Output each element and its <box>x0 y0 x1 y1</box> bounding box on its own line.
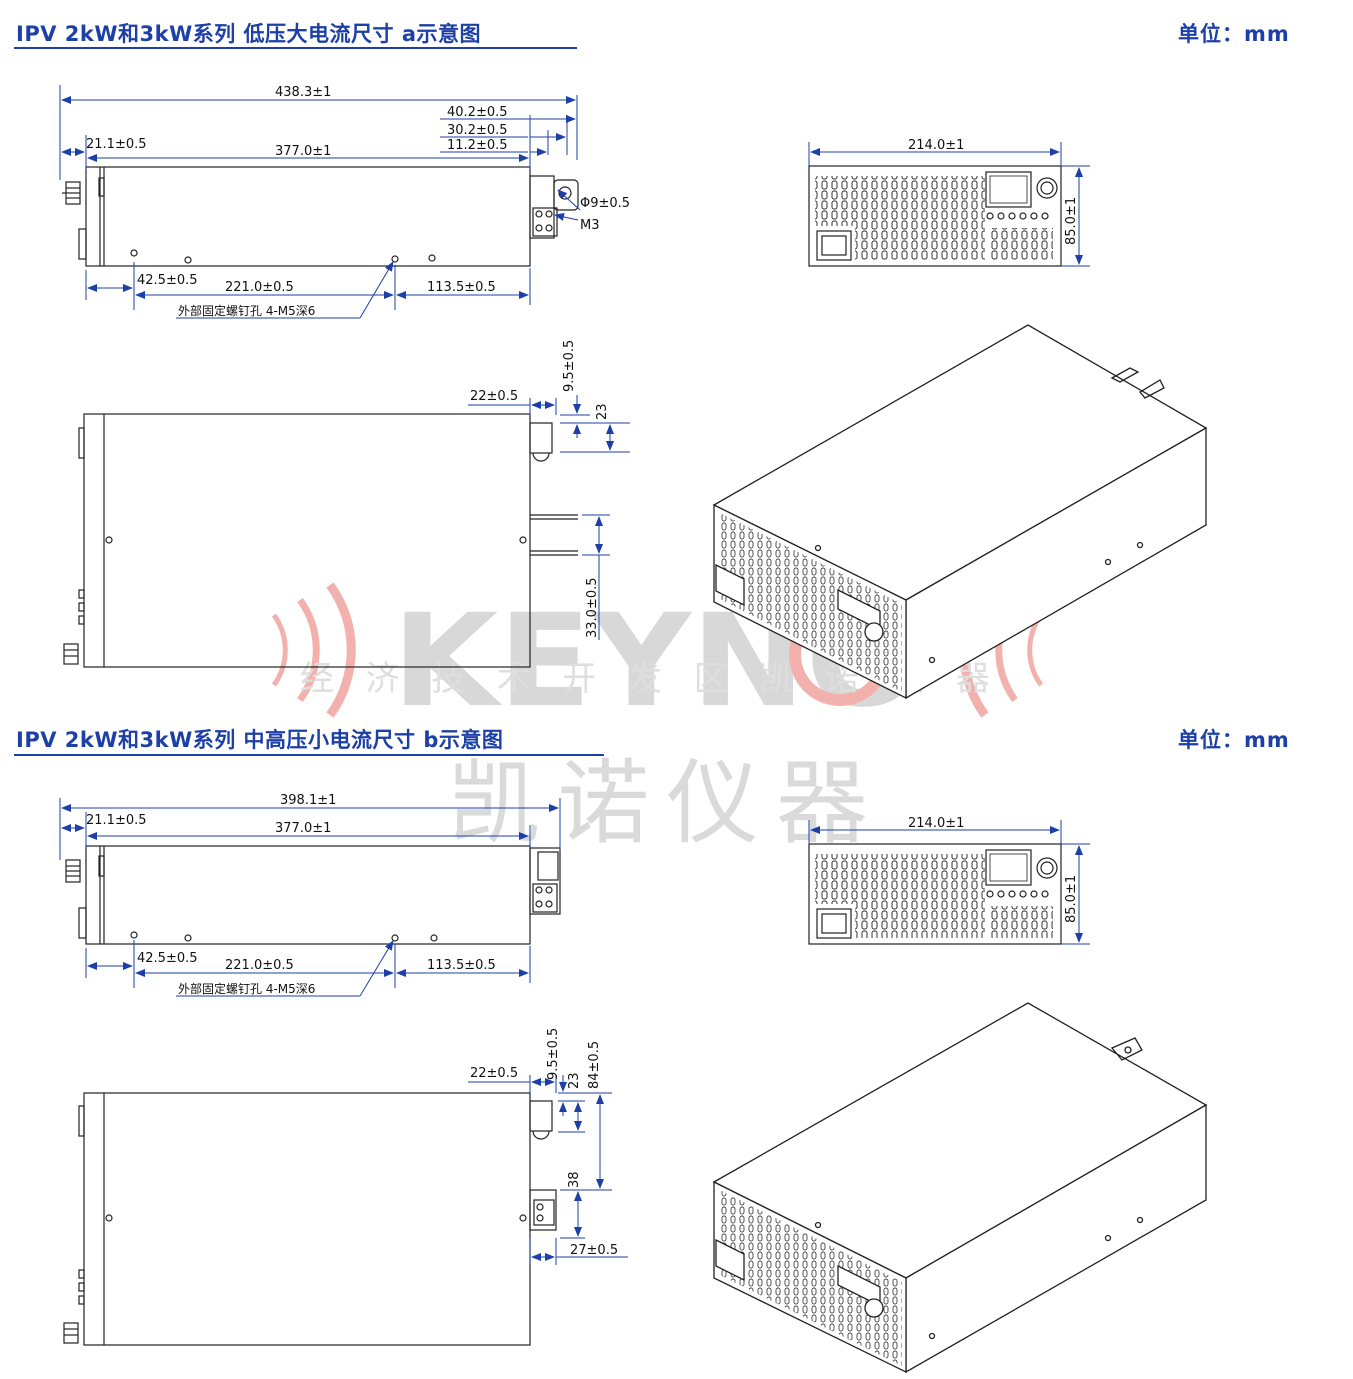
b-side-dimensions <box>468 1075 628 1265</box>
b-side-view <box>63 1092 557 1346</box>
b-dim-21: 21.1±0.5 <box>86 813 147 828</box>
b-dim-113: 113.5±0.5 <box>427 958 496 973</box>
b-side-27: 27±0.5 <box>570 1243 618 1258</box>
a-side-22: 22±0.5 <box>470 389 518 404</box>
a-dim-11: 11.2±0.5 <box>447 138 508 153</box>
b-front-view <box>808 843 1062 945</box>
a-screw-m3: M3 <box>580 218 600 233</box>
b-dim-42: 42.5±0.5 <box>137 951 198 966</box>
a-front-view <box>808 165 1062 267</box>
a-top-view <box>62 166 579 267</box>
a-hole-phi: Φ9±0.5 <box>580 196 630 211</box>
b-mount-note: 外部固定螺钉孔 4-M5深6 <box>178 981 315 996</box>
a-dim-221: 221.0±0.5 <box>225 280 294 295</box>
a-isometric-view <box>712 324 1208 700</box>
a-front-width: 214.0±1 <box>908 138 964 153</box>
b-front-height: 85.0±1 <box>1064 875 1079 923</box>
b-overall-length: 398.1±1 <box>280 793 336 808</box>
a-side-view <box>63 413 578 668</box>
b-top-labels: 398.1±1 21.1±0.5 377.0±1 42.5±0.5 221.0±… <box>86 793 496 996</box>
b-front-width: 214.0±1 <box>908 816 964 831</box>
a-top-dimensions <box>59 85 581 319</box>
a-side-9: 9.5±0.5 <box>562 340 577 392</box>
b-dim-377: 377.0±1 <box>275 821 331 836</box>
a-side-23: 23 <box>595 403 610 420</box>
a-dim-40: 40.2±0.5 <box>447 105 508 120</box>
a-dim-377: 377.0±1 <box>275 144 331 159</box>
b-dim-221: 221.0±0.5 <box>225 958 294 973</box>
a-mount-note: 外部固定螺钉孔 4-M5深6 <box>178 303 315 318</box>
b-top-dimensions <box>59 798 561 997</box>
a-front-height: 85.0±1 <box>1064 197 1079 245</box>
a-dim-42: 42.5±0.5 <box>137 273 198 288</box>
b-front-dimensions <box>808 820 1090 945</box>
a-dim-30: 30.2±0.5 <box>447 123 508 138</box>
a-dim-21: 21.1±0.5 <box>86 137 147 152</box>
b-isometric-view <box>712 1002 1208 1374</box>
a-front-dimensions <box>808 142 1090 267</box>
a-side-33: 33.0±0.5 <box>585 577 600 638</box>
b-side-84: 84±0.5 <box>587 1041 602 1089</box>
b-side-9: 9.5±0.5 <box>546 1028 561 1080</box>
section-a-unit: 单位：mm <box>1178 22 1290 46</box>
section-a-title-underline <box>14 47 577 49</box>
section-b-unit: 单位：mm <box>1178 728 1290 752</box>
a-overall-length: 438.3±1 <box>275 85 331 100</box>
section-b-title-underline <box>14 754 604 756</box>
section-b-title: IPV 2kW和3kW系列 中高压小电流尺寸 b示意图 <box>16 728 504 752</box>
a-dim-113: 113.5±0.5 <box>427 280 496 295</box>
section-a-title: IPV 2kW和3kW系列 低压大电流尺寸 a示意图 <box>16 22 482 46</box>
watermark-company: 凯诺仪器 <box>448 750 868 857</box>
a-top-labels: 438.3±1 40.2±0.5 30.2±0.5 11.2±0.5 21.1±… <box>86 85 630 318</box>
b-top-view <box>65 845 561 945</box>
a-side-dimensions <box>468 395 630 640</box>
b-side-22: 22±0.5 <box>470 1066 518 1081</box>
b-side-38: 38 <box>567 1171 582 1188</box>
b-side-23: 23 <box>567 1072 582 1089</box>
